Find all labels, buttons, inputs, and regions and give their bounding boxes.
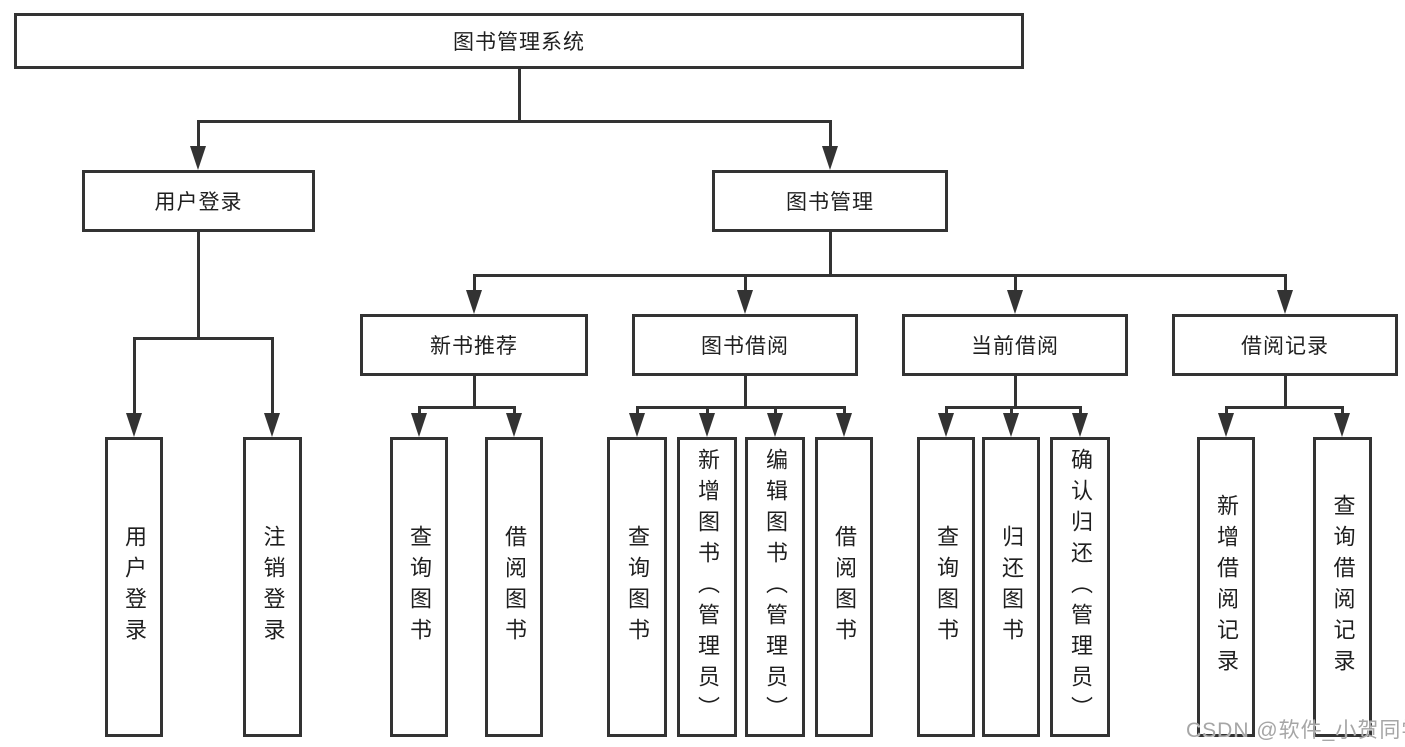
- connector-line: [418, 406, 421, 418]
- node-user-login: 用户登录: [82, 170, 315, 232]
- node-leaf-user-login: 用户登录: [105, 437, 163, 737]
- node-label: 编辑图书（管理员）: [763, 447, 788, 727]
- connector-line: [197, 232, 200, 339]
- arrow-down-icon: [822, 146, 838, 170]
- node-label: 确认归还（管理员）: [1068, 447, 1093, 727]
- connector-line: [829, 120, 832, 150]
- node-label: 借阅图书: [832, 525, 857, 649]
- arrow-down-icon: [1007, 290, 1023, 314]
- arrow-down-icon: [506, 413, 522, 437]
- node-leaf-borrow-books: 借阅图书: [815, 437, 873, 737]
- arrow-down-icon: [1334, 413, 1350, 437]
- connector-line: [1284, 376, 1287, 408]
- connector-line: [744, 376, 747, 408]
- connector-line: [744, 274, 747, 292]
- node-root-library-system: 图书管理系统: [14, 13, 1024, 69]
- arrow-down-icon: [126, 413, 142, 437]
- arrow-down-icon: [466, 290, 482, 314]
- connector-line: [706, 406, 709, 418]
- node-borrowing-records: 借阅记录: [1172, 314, 1398, 376]
- node-label: 用户登录: [154, 191, 243, 214]
- connector-line: [473, 274, 1286, 277]
- node-book-borrowing: 图书借阅: [632, 314, 858, 376]
- connector-line: [1079, 406, 1082, 418]
- connector-line: [1284, 274, 1287, 292]
- node-label: 查询借阅记录: [1330, 494, 1356, 680]
- arrow-down-icon: [411, 413, 427, 437]
- arrow-down-icon: [190, 146, 206, 170]
- node-leaf-add-borrow-record: 新增借阅记录: [1197, 437, 1255, 737]
- node-leaf-query-books-current: 查询图书: [917, 437, 975, 737]
- connector-line: [197, 120, 200, 150]
- node-label: 注销登录: [260, 525, 286, 649]
- node-label: 查询图书: [625, 525, 650, 649]
- connector-line: [945, 406, 1081, 409]
- connector-line: [1225, 406, 1343, 409]
- node-label: 新书推荐: [430, 335, 518, 358]
- connector-line: [133, 337, 136, 417]
- node-label: 图书管理: [786, 191, 874, 214]
- node-label: 图书管理系统: [453, 31, 585, 54]
- arrow-down-icon: [1277, 290, 1293, 314]
- connector-line: [473, 274, 476, 292]
- node-label: 借阅记录: [1241, 335, 1329, 358]
- node-leaf-add-books-admin: 新增图书（管理员）: [677, 437, 737, 737]
- connector-line: [1014, 376, 1017, 408]
- connector-line: [1341, 406, 1344, 418]
- node-label: 图书借阅: [701, 335, 789, 358]
- connector-line: [1014, 274, 1017, 292]
- arrow-down-icon: [836, 413, 852, 437]
- connector-line: [513, 406, 516, 418]
- arrow-down-icon: [1072, 413, 1088, 437]
- node-current-borrowing: 当前借阅: [902, 314, 1128, 376]
- connector-line: [829, 232, 832, 276]
- arrow-down-icon: [264, 413, 280, 437]
- node-new-book-recommendation: 新书推荐: [360, 314, 588, 376]
- connector-line: [636, 406, 845, 409]
- node-label: 用户登录: [122, 525, 147, 649]
- node-label: 新增借阅记录: [1214, 494, 1239, 680]
- node-leaf-borrow-books-recommend: 借阅图书: [485, 437, 543, 737]
- node-leaf-query-books-recommend: 查询图书: [390, 437, 448, 737]
- node-leaf-return-books: 归还图书: [982, 437, 1040, 737]
- connector-line: [1225, 406, 1228, 418]
- node-leaf-query-books-borrow: 查询图书: [607, 437, 667, 737]
- connector-line: [418, 406, 515, 409]
- node-label: 当前借阅: [971, 335, 1059, 358]
- node-leaf-confirm-return-admin: 确认归还（管理员）: [1050, 437, 1110, 737]
- arrow-down-icon: [938, 413, 954, 437]
- node-label: 查询图书: [934, 525, 959, 649]
- csdn-watermark: CSDN @软件_小贺同学: [1186, 719, 1405, 742]
- connector-line: [197, 120, 832, 123]
- connector-line: [774, 406, 777, 418]
- node-label: 查询图书: [407, 525, 432, 649]
- connector-line: [945, 406, 948, 418]
- node-leaf-logout: 注销登录: [243, 437, 302, 737]
- connector-line: [473, 376, 476, 408]
- node-label: 归还图书: [999, 525, 1024, 649]
- arrow-down-icon: [699, 413, 715, 437]
- connector-line: [271, 337, 274, 417]
- arrow-down-icon: [1003, 413, 1019, 437]
- node-label: 借阅图书: [502, 525, 527, 649]
- connector-line: [636, 406, 639, 418]
- connector-line: [518, 68, 521, 123]
- arrow-down-icon: [737, 290, 753, 314]
- node-leaf-edit-books-admin: 编辑图书（管理员）: [745, 437, 805, 737]
- node-label: 新增图书（管理员）: [695, 447, 720, 727]
- connector-line: [1010, 406, 1013, 418]
- node-book-management: 图书管理: [712, 170, 948, 232]
- connector-line: [843, 406, 846, 418]
- arrow-down-icon: [767, 413, 783, 437]
- arrow-down-icon: [1218, 413, 1234, 437]
- node-leaf-query-borrow-record: 查询借阅记录: [1313, 437, 1372, 737]
- connector-line: [133, 337, 274, 340]
- arrow-down-icon: [629, 413, 645, 437]
